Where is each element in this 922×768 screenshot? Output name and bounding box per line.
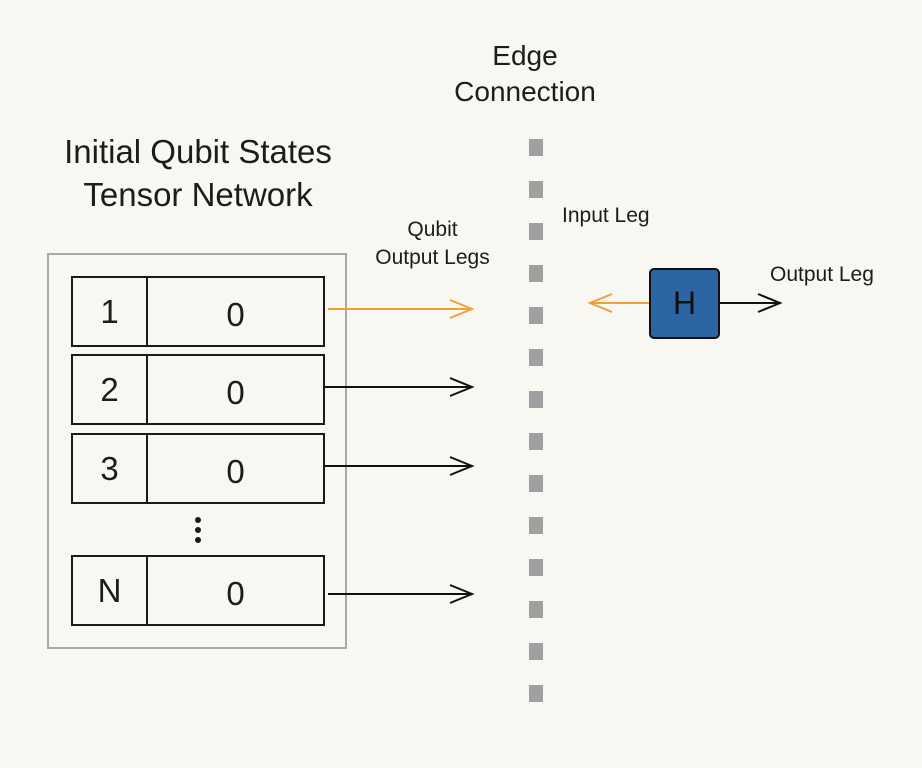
qubit-value: 0 (226, 295, 245, 333)
qubit-output-legs-line-1: Qubit (407, 218, 458, 241)
output-leg-label: Output Leg (770, 263, 874, 286)
gate-input-leg (587, 293, 649, 313)
qubit-index: 3 (73, 435, 148, 502)
qubit-value: 0 (226, 452, 245, 490)
network-title: Initial Qubit States Tensor Network (20, 130, 376, 216)
ellipsis-icon (195, 517, 201, 543)
qubit-value: 0 (226, 574, 245, 612)
edge-connection-title: Edge Connection (430, 38, 620, 110)
hadamard-gate: H (649, 268, 720, 339)
input-leg-label: Input Leg (562, 204, 650, 227)
edge-title-line-2: Connection (454, 76, 596, 107)
network-title-line-1: Initial Qubit States (64, 133, 332, 170)
qubit-row-2: 2 0 (71, 354, 325, 425)
gate-output-leg (720, 293, 783, 313)
qubit-n-output-leg (328, 584, 475, 604)
tensor-network-box (47, 253, 347, 649)
qubit-2-output-leg (325, 377, 475, 397)
qubit-output-legs-label: Qubit Output Legs (355, 216, 510, 272)
qubit-value: 0 (226, 373, 245, 411)
qubit-index: 2 (73, 356, 148, 423)
qubit-index: 1 (73, 278, 148, 345)
qubit-row-n: N 0 (71, 555, 325, 626)
qubit-1-output-leg (328, 299, 475, 319)
network-title-line-2: Tensor Network (83, 176, 313, 213)
qubit-row-1: 1 0 (71, 276, 325, 347)
qubit-index: N (73, 557, 148, 624)
qubit-3-output-leg (325, 456, 475, 476)
qubit-output-legs-line-2: Output Legs (375, 246, 490, 269)
qubit-row-3: 3 0 (71, 433, 325, 504)
edge-title-line-1: Edge (492, 40, 558, 71)
